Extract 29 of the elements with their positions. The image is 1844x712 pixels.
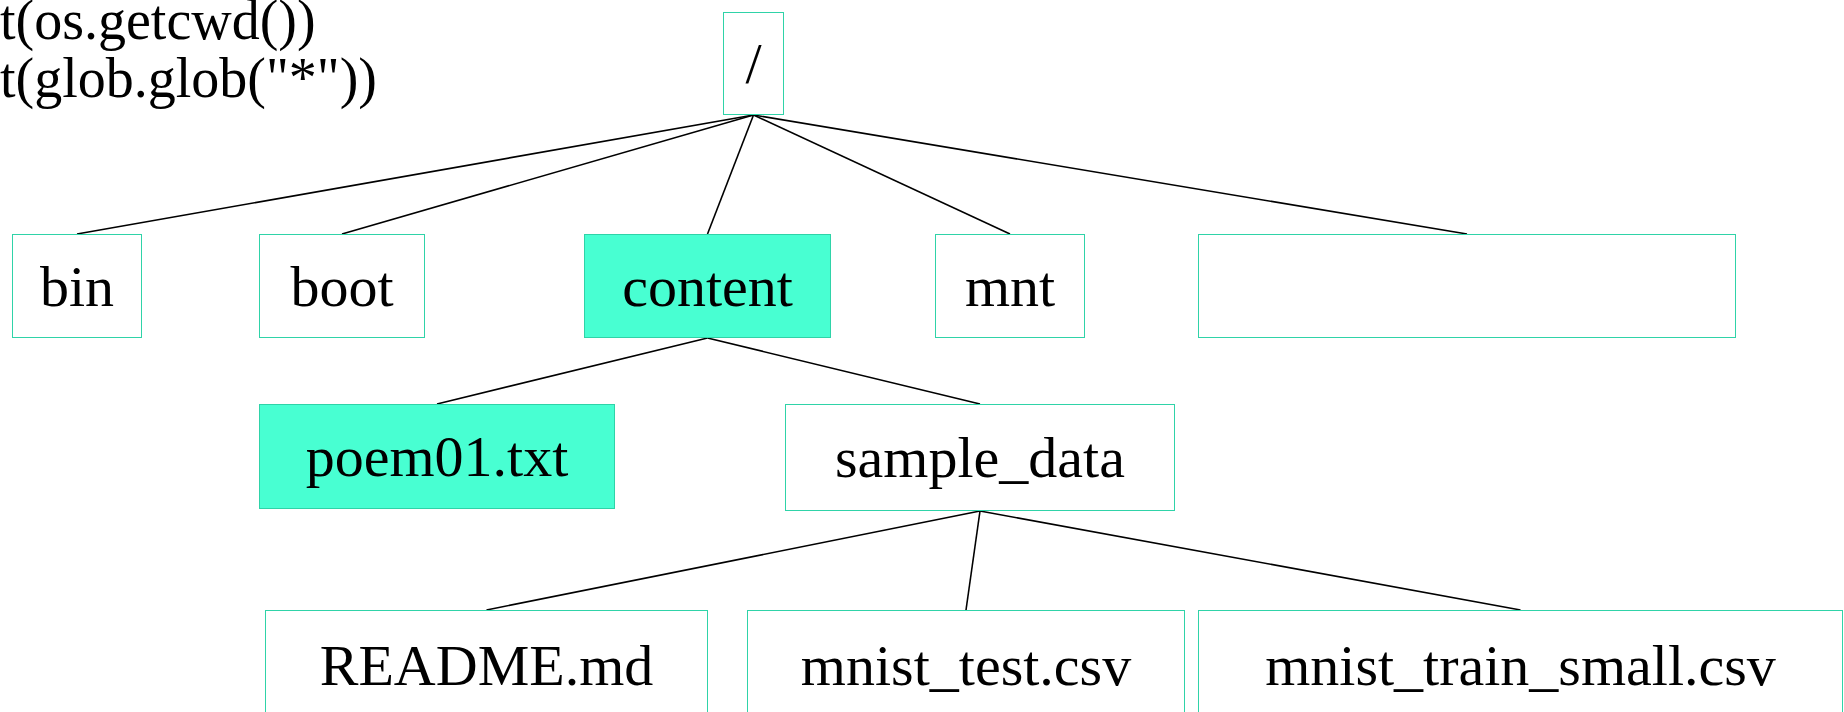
connector-line <box>965 510 981 611</box>
connector-line <box>752 114 1011 235</box>
folder-name: bin <box>39 252 115 320</box>
folder-name: mnist_train_small.csv <box>1265 631 1776 699</box>
folder-name: sample_data <box>835 424 1125 491</box>
folder-box <box>259 234 425 338</box>
folder-name: boot <box>290 252 394 320</box>
connector-line <box>436 337 709 405</box>
folder-name: mnist_test.csv <box>800 631 1132 699</box>
folder-box <box>259 404 615 509</box>
folder-box <box>584 234 831 338</box>
folder-name: / <box>745 30 762 97</box>
folder-name: poem01.txt <box>305 423 569 490</box>
empty-box <box>1198 234 1736 338</box>
folder-box <box>935 234 1085 338</box>
folder-box <box>747 610 1185 712</box>
folder-name: README.md <box>319 631 654 699</box>
folder-box <box>785 404 1175 511</box>
folder-box <box>1198 610 1843 712</box>
connector-line <box>485 510 981 611</box>
connector-line <box>341 114 755 235</box>
folder-box <box>723 12 784 115</box>
folder-name: mnt <box>964 252 1056 320</box>
folder-box <box>12 234 142 338</box>
folder-name: content <box>622 252 793 320</box>
folder-box <box>265 610 708 712</box>
connector-line <box>706 337 981 405</box>
connector-line <box>706 114 755 235</box>
connector-line <box>979 510 1522 611</box>
